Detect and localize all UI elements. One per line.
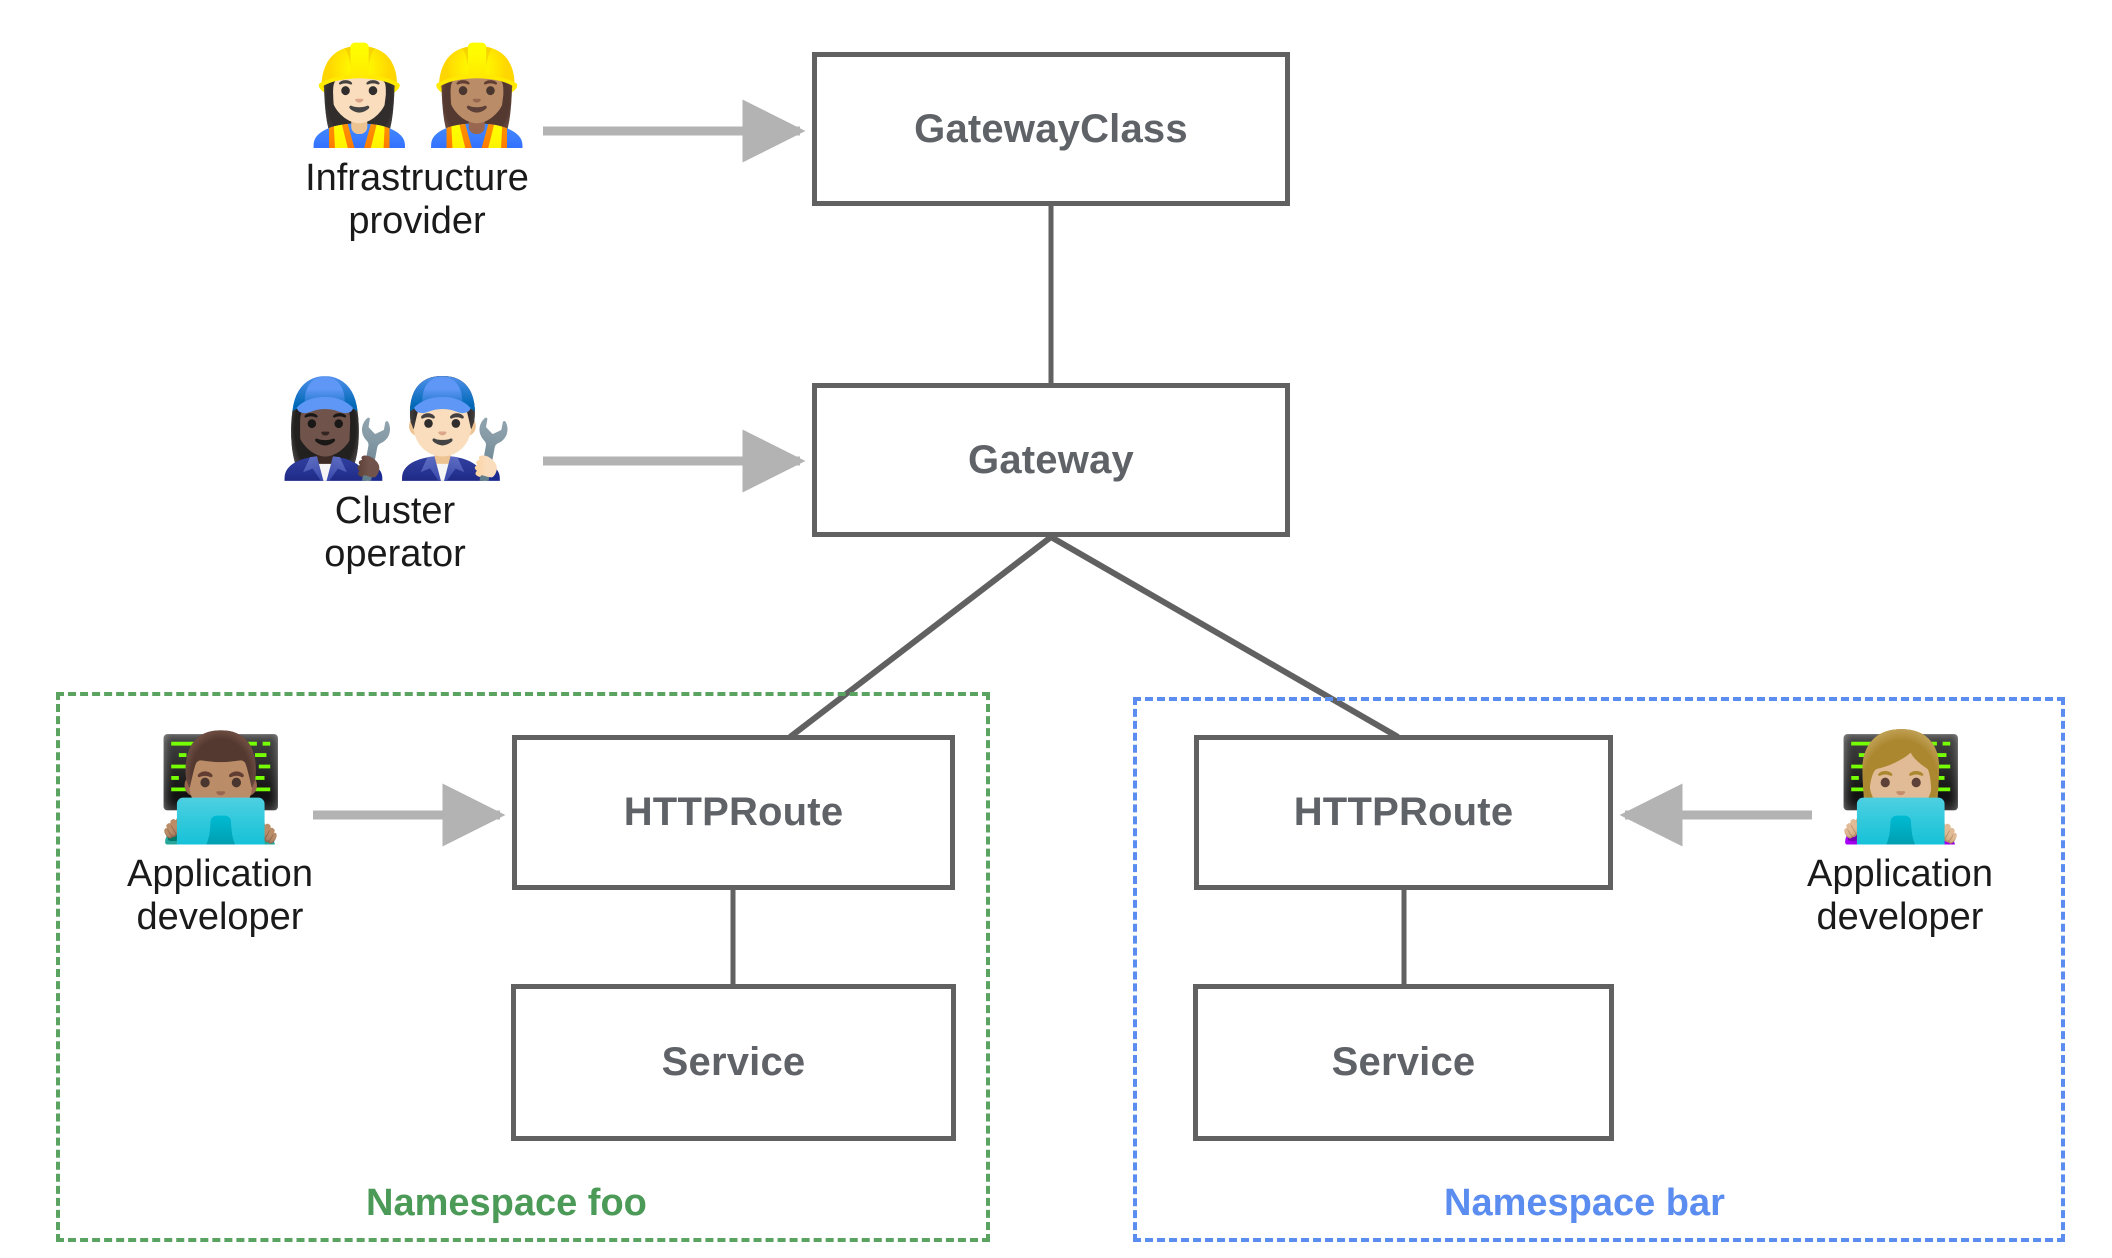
node-gateway[interactable]: Gateway: [812, 383, 1290, 537]
connector-gateway-httproute-bar: [1049, 534, 1400, 740]
persona-application-developer-bar-caption: Application developer: [1807, 853, 1993, 938]
node-httproute-foo[interactable]: HTTPRoute: [512, 735, 955, 890]
node-gatewayclass[interactable]: GatewayClass: [812, 52, 1290, 206]
node-service-foo-label: Service: [661, 1040, 806, 1084]
node-httproute-foo-label: HTTPRoute: [623, 790, 844, 834]
persona-application-developer-foo-caption: Application developer: [127, 853, 313, 938]
node-gateway-label: Gateway: [968, 437, 1134, 482]
namespace-bar-boundary: [1133, 697, 2065, 1242]
namespace-foo-boundary: [56, 692, 990, 1242]
persona-caption-line-1: Application: [1807, 853, 1993, 895]
persona-application-developer-bar: 👩🏼‍💻 Application developer: [1690, 735, 2110, 938]
persona-caption-line-2: developer: [136, 895, 304, 938]
persona-caption-line-2: provider: [348, 199, 486, 242]
node-gatewayclass-label: GatewayClass: [914, 106, 1188, 151]
persona-cluster-operator-caption: Cluster operator: [324, 490, 466, 575]
persona-cluster-operator: 👩🏿‍🔧👨🏻‍🔧 Cluster operator: [185, 380, 605, 575]
woman-technologist-emoji: 👩🏼‍💻: [1836, 726, 1965, 848]
node-service-foo[interactable]: Service: [511, 984, 956, 1141]
node-httproute-bar-label: HTTPRoute: [1293, 790, 1514, 834]
node-service-bar[interactable]: Service: [1193, 984, 1614, 1141]
construction-worker-women-emoji: 👷🏻‍♀️👷🏽‍♀️: [299, 39, 536, 151]
node-service-bar-label: Service: [1331, 1040, 1476, 1084]
namespace-foo-label: Namespace foo: [366, 1182, 647, 1224]
persona-caption-line-1: Infrastructure: [305, 157, 529, 199]
namespace-bar-label: Namespace bar: [1444, 1182, 1725, 1224]
node-httproute-bar[interactable]: HTTPRoute: [1194, 735, 1613, 890]
persona-caption-line-2: developer: [1816, 895, 1984, 938]
mechanic-emoji: 👩🏿‍🔧👨🏻‍🔧: [277, 372, 514, 484]
man-technologist-emoji: 👨🏽‍💻: [156, 726, 285, 848]
persona-caption-line-2: operator: [324, 532, 466, 575]
persona-caption-line-1: Cluster: [334, 490, 456, 532]
connector-gateway-httproute-foo: [788, 534, 1053, 740]
persona-caption-line-1: Application: [127, 853, 313, 895]
persona-infrastructure-provider: 👷🏻‍♀️👷🏽‍♀️ Infrastructure provider: [207, 47, 627, 242]
persona-application-developer-foo: 👨🏽‍💻 Application developer: [10, 735, 430, 938]
persona-infrastructure-provider-caption: Infrastructure provider: [305, 157, 529, 242]
